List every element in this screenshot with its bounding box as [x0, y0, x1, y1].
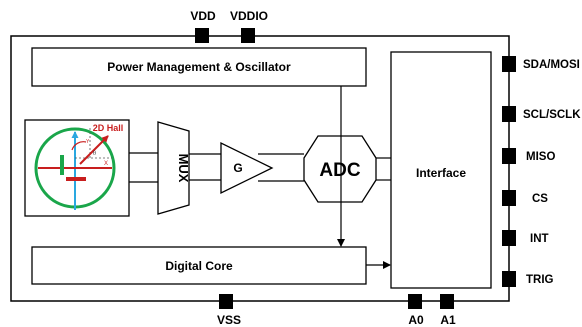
- gain-label: G: [233, 161, 242, 175]
- pin-label-scl-sclk: SCL/SCLK: [523, 109, 581, 121]
- pin-label-vddio: VDDIO: [230, 9, 268, 23]
- pin-trig: TRIG: [502, 271, 554, 287]
- pin-label-vdd: VDD: [190, 9, 216, 23]
- pin-label-sda-mosi: SDA/MOSI: [523, 59, 580, 71]
- pin-vss: VSS: [217, 294, 241, 327]
- pin-label-miso: MISO: [526, 151, 555, 163]
- rotation-arc: [71, 141, 87, 151]
- pin-a0: A0: [408, 294, 424, 327]
- hall-element-vertical: [60, 155, 64, 175]
- gain-amplifier: [220, 141, 274, 195]
- sensor-angle-label: θ: [93, 151, 96, 157]
- pin-miso: MISO: [502, 148, 555, 164]
- pin-label-int: INT: [530, 233, 549, 245]
- interface-block: [390, 51, 492, 289]
- pin-label-a1: A1: [440, 313, 456, 327]
- power-management-block: [31, 47, 367, 87]
- interface-label: Interface: [416, 166, 466, 180]
- field-vector-arrow: [79, 135, 109, 165]
- adc-label: ADC: [319, 160, 360, 181]
- hall-element-horizontal: [66, 177, 86, 181]
- power-management-label: Power Management & Oscillator: [107, 60, 291, 74]
- mux-block: [157, 121, 190, 215]
- mux-label: MUX: [176, 154, 191, 183]
- pin-label-cs: CS: [532, 193, 548, 205]
- pin-label-vss: VSS: [217, 313, 241, 327]
- pin-vdd: VDD: [190, 9, 216, 43]
- pin-label-trig: TRIG: [526, 274, 554, 286]
- pin-vddio: VDDIO: [230, 9, 268, 43]
- hall-label: 2D Hall: [93, 123, 124, 133]
- sensor-axis-x-label: X: [104, 161, 108, 167]
- pin-sda-mosi: SDA/MOSI: [502, 56, 580, 72]
- pin-int: INT: [502, 230, 549, 246]
- digital-core-label: Digital Core: [165, 259, 233, 273]
- pin-cs: CS: [502, 190, 548, 206]
- sensor-axis-y-label: Y: [86, 139, 90, 145]
- pin-a1: A1: [440, 294, 456, 327]
- pin-scl-sclk: SCL/SCLK: [502, 106, 581, 122]
- pin-label-a0: A0: [408, 313, 424, 327]
- digital-core-block: [31, 246, 367, 285]
